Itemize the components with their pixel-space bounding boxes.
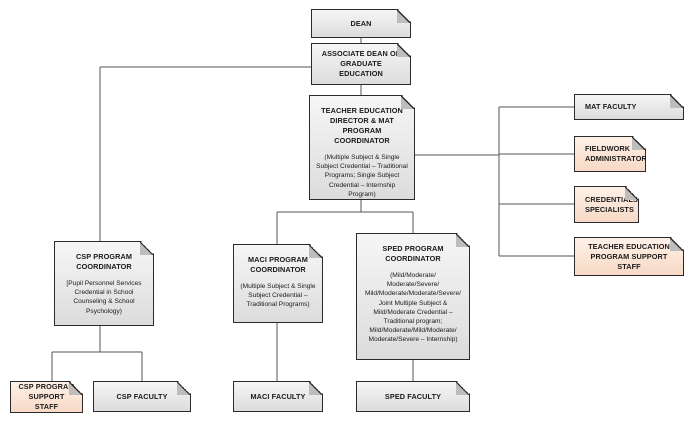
fieldwork-administrator-title: FIELDWORK ADMINISTRATOR <box>585 144 647 163</box>
csp-support-staff-box: CSP PROGRAM SUPPORT STAFF <box>10 381 83 413</box>
credentials-specialists-box: CREDENTIALS SPECIALISTS <box>574 186 639 223</box>
credentials-specialists-title: CREDENTIALS SPECIALISTS <box>585 194 638 214</box>
mat-faculty-title: MAT FACULTY <box>585 102 637 111</box>
csp-faculty-title: CSP FACULTY <box>116 391 168 401</box>
associate-dean-title: ASSOCIATE DEAN OF GRADUATE EDUCATION <box>321 49 401 78</box>
maci-faculty-title: MACI FACULTY <box>250 391 306 401</box>
maci-faculty-box: MACI FACULTY <box>233 381 323 412</box>
csp-support-staff-title: CSP PROGRAM SUPPORT STAFF <box>18 382 75 411</box>
csp-coordinator-box: CSP PROGRAM COORDINATOR [Pupil Personnel… <box>54 241 154 326</box>
sped-coordinator-title: SPED PROGRAM COORDINATOR <box>382 244 444 263</box>
teacher-education-director-box: TEACHER EDUCATION DIRECTOR & MAT PROGRAM… <box>309 95 415 200</box>
dean-box: DEAN <box>311 9 411 38</box>
maci-coordinator-subtitle: (Multiple Subject & Single Subject Crede… <box>240 283 316 309</box>
csp-faculty-box: CSP FACULTY <box>93 381 191 412</box>
sped-coordinator-subtitle: (Mild/Moderate/ Moderate/Severe/ Mild/Mo… <box>364 272 462 344</box>
dean-title: DEAN <box>350 18 372 28</box>
teacher-education-support-staff-box: TEACHER EDUCATION PROGRAM SUPPORT STAFF <box>574 237 684 276</box>
associate-dean-box: ASSOCIATE DEAN OF GRADUATE EDUCATION <box>311 43 411 85</box>
sped-faculty-box: SPED FACULTY <box>356 381 470 412</box>
teacher-education-support-staff-title: TEACHER EDUCATION PROGRAM SUPPORT STAFF <box>588 241 670 271</box>
sped-faculty-title: SPED FACULTY <box>384 391 442 401</box>
csp-coordinator-title: CSP PROGRAM COORDINATOR <box>75 252 133 271</box>
sped-coordinator-box: SPED PROGRAM COORDINATOR (Mild/Moderate/… <box>356 233 470 360</box>
fieldwork-administrator-box: FIELDWORK ADMINISTRATOR <box>574 136 646 172</box>
teacher-education-director-subtitle: (Multiple Subject & Single Subject Crede… <box>316 154 408 198</box>
mat-faculty-box: MAT FACULTY <box>574 94 684 120</box>
csp-coordinator-subtitle: [Pupil Personnel Services Credential in … <box>66 280 142 315</box>
teacher-education-director-title: TEACHER EDUCATION DIRECTOR & MAT PROGRAM… <box>321 106 403 145</box>
maci-coordinator-title: MACI PROGRAM COORDINATOR <box>248 255 308 274</box>
maci-coordinator-box: MACI PROGRAM COORDINATOR (Multiple Subje… <box>233 244 323 323</box>
